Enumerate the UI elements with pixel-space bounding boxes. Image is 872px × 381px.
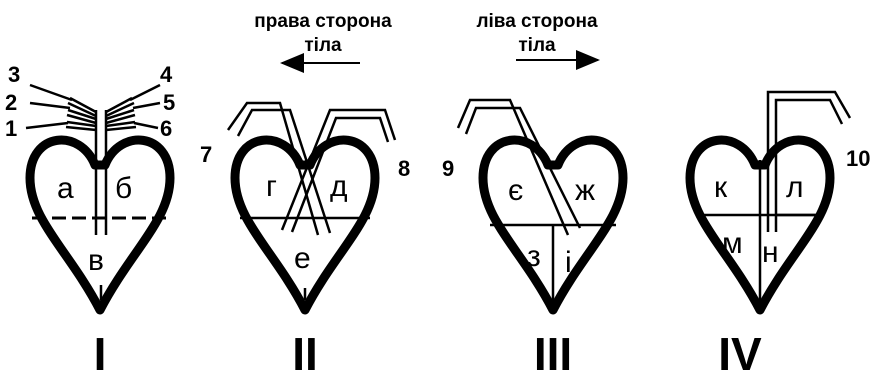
vessel-label-2: 2 — [5, 90, 17, 115]
vessel-10 — [766, 90, 852, 232]
chamber-label-m: м — [722, 227, 743, 260]
chamber-label-z: з — [527, 240, 541, 273]
chamber-label-ye: є — [508, 174, 523, 207]
heart-3-roman-label: III — [534, 328, 572, 380]
vessel-label-3: 3 — [8, 62, 20, 87]
vessel-label-10: 10 — [846, 146, 870, 171]
chamber-label-g: г — [266, 170, 277, 203]
heart-3-outline — [478, 135, 628, 315]
right-side-label-line2: тіла — [304, 35, 342, 56]
chamber-label-e: е — [294, 242, 311, 275]
vessel-7 — [226, 101, 320, 236]
vessel-8 — [280, 108, 397, 231]
heart-2-outline — [230, 135, 380, 315]
vessel-label-7: 7 — [200, 142, 212, 167]
heart-1-roman-label: I — [94, 328, 107, 380]
chamber-label-n: н — [762, 236, 779, 269]
heart-2: 7 8 г д е II — [200, 101, 410, 380]
heart-1-left-vessels — [25, 83, 97, 132]
chamber-label-b: б — [115, 172, 132, 205]
vessel-label-5: 5 — [163, 90, 175, 115]
right-side-direction: права сторона тіла — [254, 11, 392, 73]
heart-1-outline — [25, 135, 175, 315]
vessel-label-9: 9 — [442, 156, 454, 181]
chamber-label-d: д — [330, 170, 348, 203]
chamber-label-l: л — [786, 171, 804, 204]
heart-1-right-vessels — [105, 83, 161, 132]
left-side-label-line1: ліва сторона — [476, 11, 598, 32]
heart-4: 10 к л м н IV — [685, 90, 870, 380]
vessel-label-4: 4 — [160, 62, 173, 87]
heart-1: 3 2 1 4 5 6 а б в I — [5, 62, 175, 380]
vessel-label-1: 1 — [5, 116, 17, 141]
vessel-9 — [456, 98, 570, 236]
heart-3: 9 є ж з і III — [442, 98, 628, 380]
heart-4-outline — [685, 135, 835, 315]
vessel-label-8: 8 — [398, 156, 410, 181]
chamber-label-zh: ж — [575, 174, 595, 207]
right-side-label-line1: права сторона — [254, 11, 392, 32]
chamber-label-k: к — [714, 171, 728, 204]
vessel-label-6: 6 — [160, 116, 172, 141]
left-side-direction: ліва сторона тіла — [476, 11, 600, 70]
chamber-label-i: і — [565, 246, 572, 279]
left-side-label-line2: тіла — [518, 35, 556, 56]
heart-4-roman-label: IV — [718, 328, 762, 380]
chamber-label-a: а — [57, 172, 74, 205]
chamber-label-v: в — [88, 244, 104, 277]
heart-2-roman-label: II — [292, 328, 318, 380]
